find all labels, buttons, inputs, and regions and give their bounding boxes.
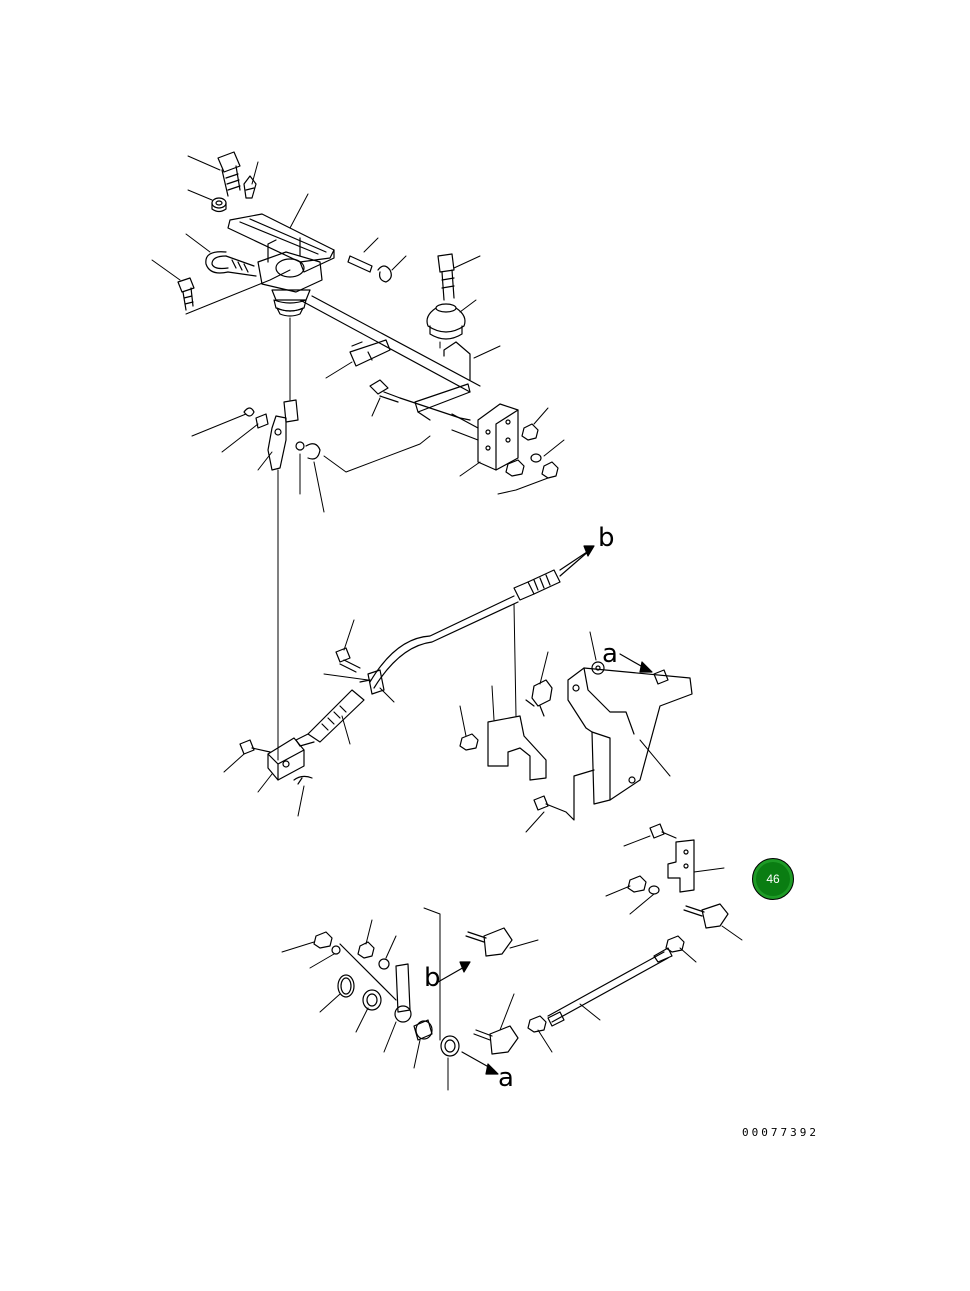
ref-letter-b-top: b [598, 523, 615, 553]
lever-arm [339, 943, 412, 1023]
rod-nut-left [527, 1015, 547, 1033]
ref-arrow-b-bottom [437, 961, 471, 983]
ball-joint-lower [473, 1025, 519, 1055]
ball-joint-upper [423, 907, 513, 1041]
cotter-pin [293, 775, 313, 785]
cable-clamp [359, 669, 385, 695]
clevis-yoke [267, 737, 305, 781]
plastic-clamp [349, 339, 391, 367]
ref-arrow-a-right [619, 653, 653, 673]
ref-letter-b-bottom: b [424, 963, 441, 993]
rubber-boot [426, 303, 466, 340]
hinge-bolt [649, 823, 677, 839]
snap-ring [337, 974, 355, 998]
cable-end-threaded [295, 689, 365, 747]
bracket-bolt [369, 379, 471, 421]
leader-lines [151, 155, 743, 1091]
ref-letter-a-right: a [602, 639, 618, 669]
u-bolt [205, 251, 257, 277]
flange-nuts [505, 423, 559, 479]
page-number-label: 46 [766, 872, 780, 886]
cable-bolt [335, 647, 361, 673]
cable-bracket [487, 603, 547, 781]
bracket-nut [459, 733, 479, 751]
top-nut [211, 197, 227, 213]
nut-washer-row [313, 931, 390, 970]
control-cable [369, 549, 591, 689]
ref-letter-a-bottom: a [498, 1063, 514, 1093]
page-number-badge: 46 [752, 858, 794, 900]
snap-clip [377, 265, 392, 283]
cross-bracket [299, 295, 481, 421]
linkage-lever [267, 399, 299, 761]
control-housing [257, 237, 323, 401]
top-clip [243, 175, 257, 199]
small-pin [347, 255, 373, 273]
top-bolt [217, 151, 241, 197]
long-rod [547, 947, 673, 1027]
bracket-washer [591, 661, 605, 675]
bushing-set [362, 989, 460, 1057]
damper-mount [525, 679, 553, 717]
ref-arrow-b-top [559, 545, 595, 571]
mounting-flange [451, 403, 519, 471]
hinge-plate [667, 839, 695, 893]
left-bolt [177, 277, 195, 311]
main-bracket [567, 667, 693, 805]
lower-bracket-bolt [533, 769, 595, 821]
lever-pin [295, 441, 321, 460]
knob-rod [437, 253, 455, 301]
ball-joint-right [683, 903, 729, 929]
pedal-plate [227, 213, 335, 273]
hinge-nut-washer [627, 875, 660, 895]
drawing-number: 00077392 [742, 1126, 819, 1139]
bracket-screw [653, 669, 669, 685]
clevis-pin [239, 739, 271, 755]
ref-arrow-a-bottom [461, 1051, 499, 1075]
